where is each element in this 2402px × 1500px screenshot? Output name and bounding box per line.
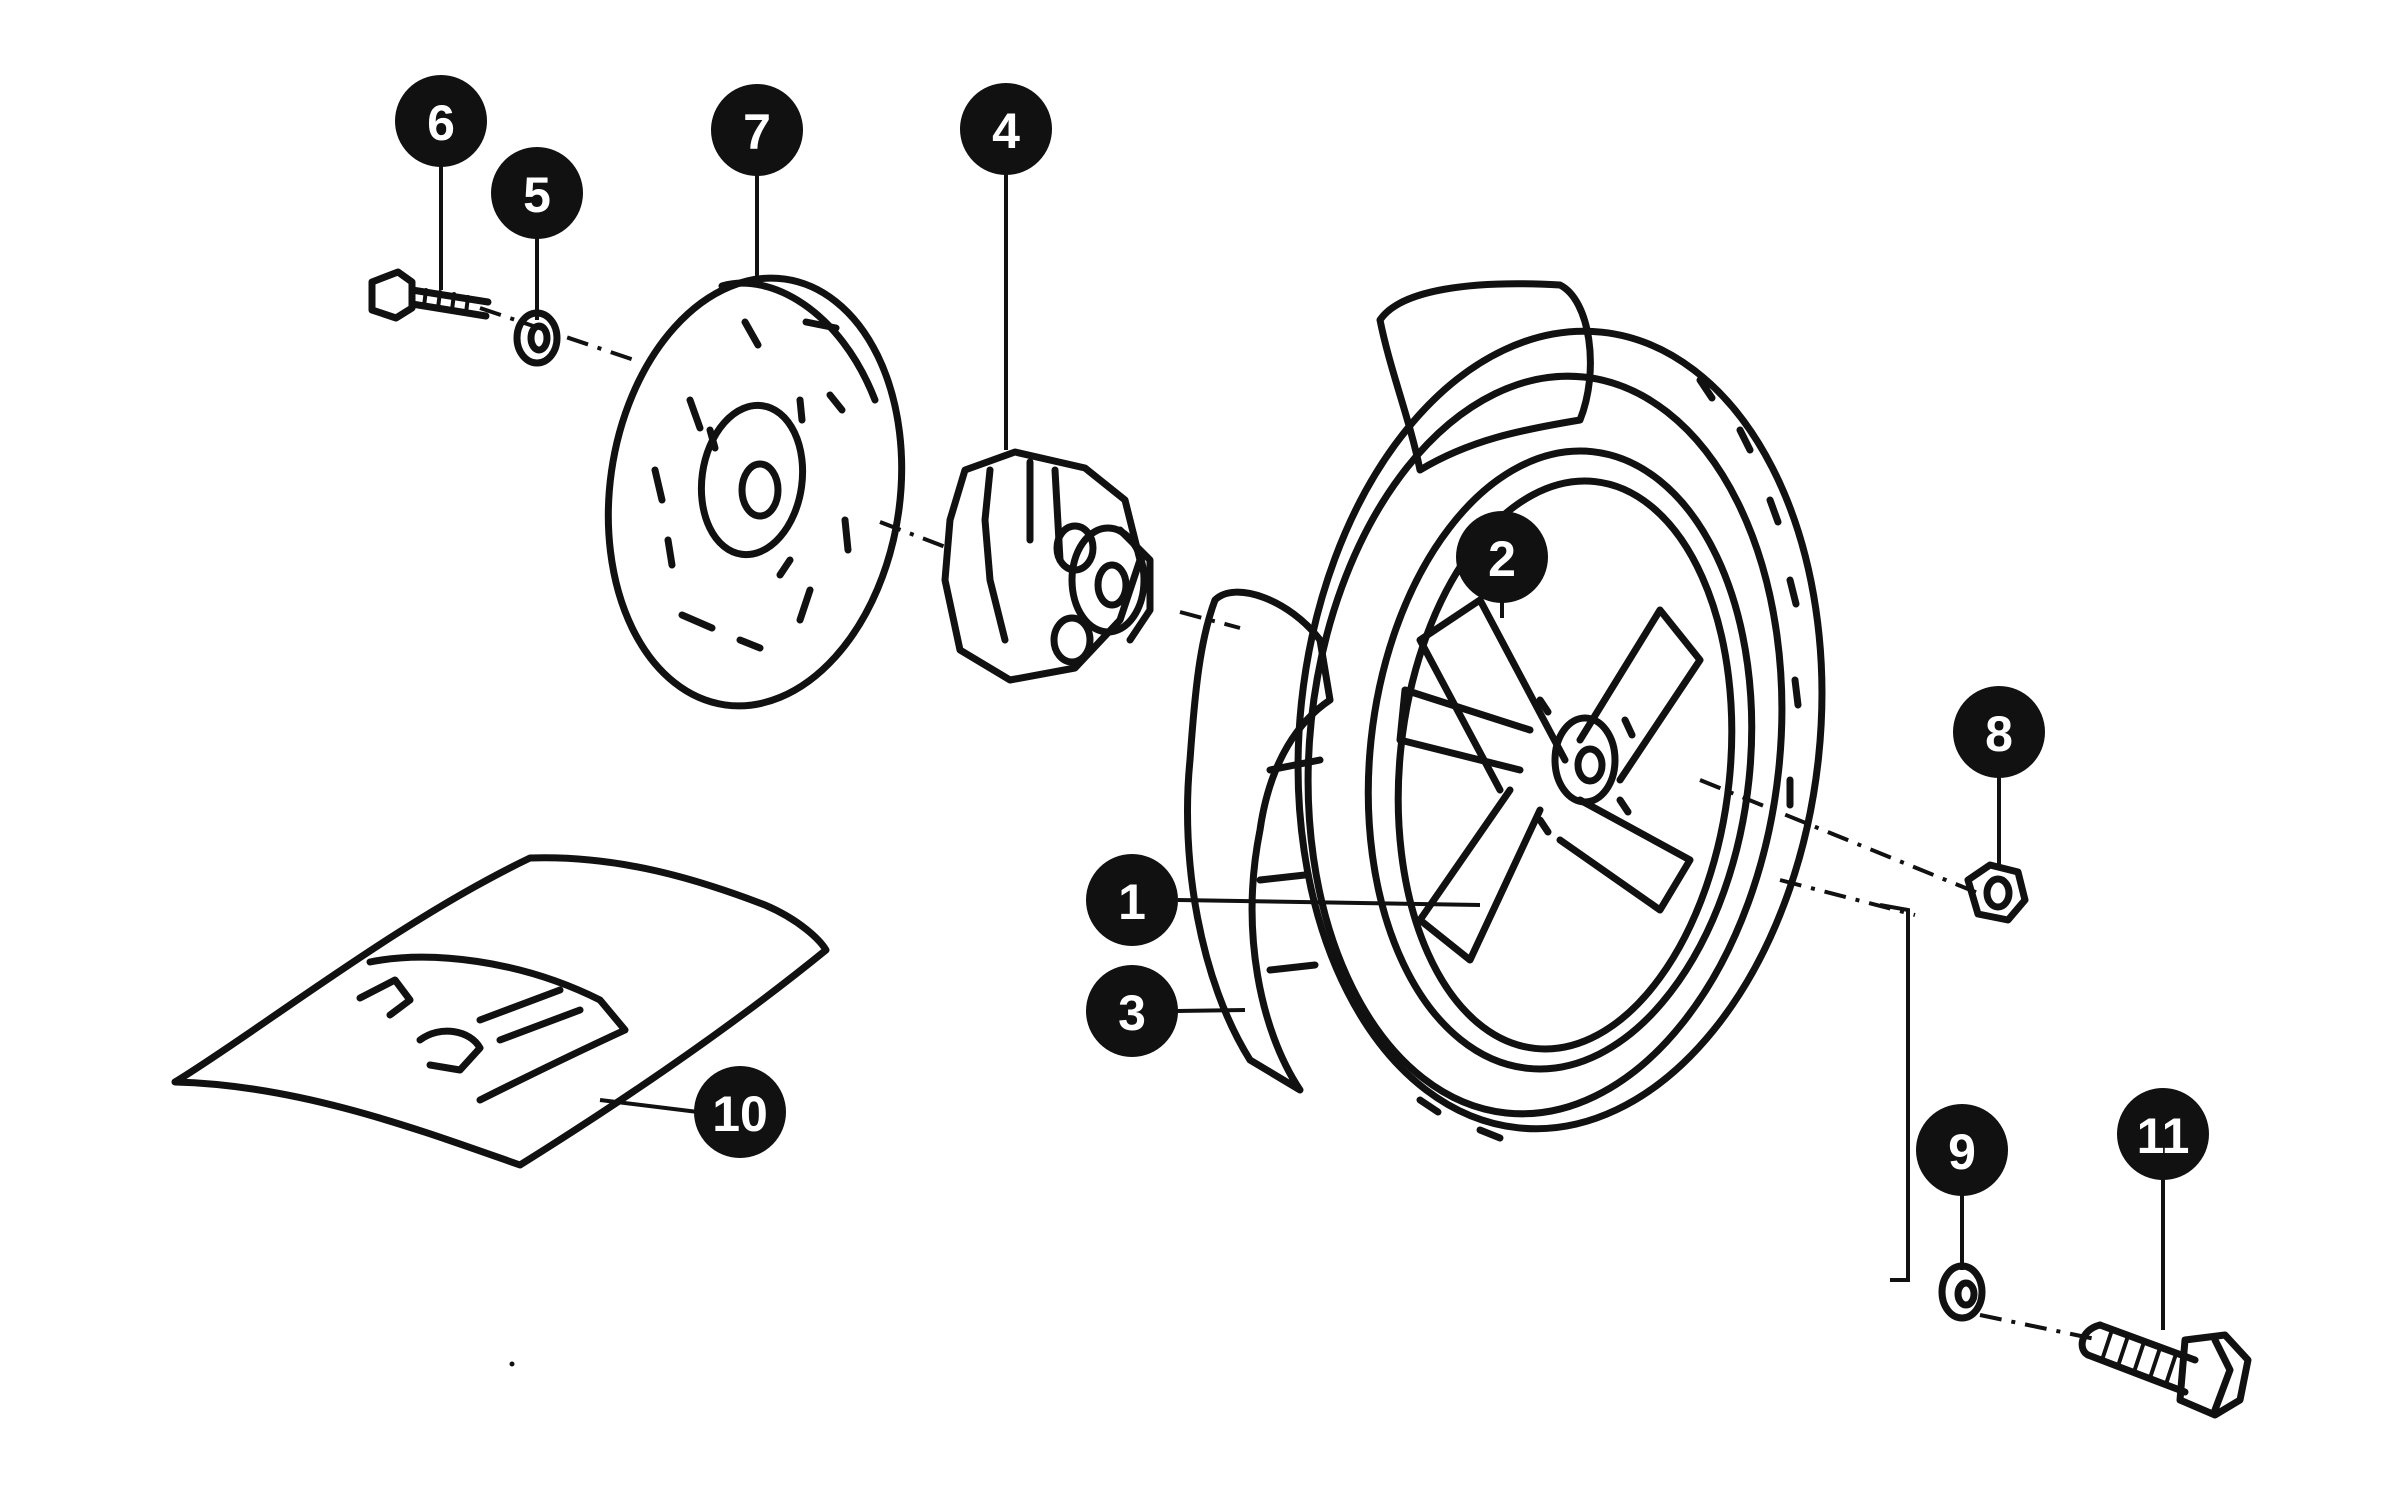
callout-3: 3 <box>1086 965 1178 1057</box>
part-washer-small <box>513 309 561 367</box>
callout-2: 2 <box>1456 511 1548 603</box>
part-nut <box>1964 861 2029 924</box>
part-tool-pouch <box>171 854 830 1169</box>
callout-label: 4 <box>992 103 1020 159</box>
callout-label: 11 <box>2137 1108 2190 1164</box>
callout-6: 6 <box>395 75 487 167</box>
stray-dot <box>509 1361 515 1367</box>
callout-label: 7 <box>743 104 771 160</box>
assembly-axis-lines <box>479 306 2101 1342</box>
callout-5: 5 <box>491 147 583 239</box>
part-wheel <box>1184 280 1826 1142</box>
callout-1: 1 <box>1086 854 1178 946</box>
part-washer-bottom <box>1938 1262 1986 1322</box>
callout-label: 3 <box>1118 985 1146 1041</box>
callout-label: 1 <box>1118 874 1146 930</box>
callout-label: 8 <box>1985 706 2013 762</box>
callout-9: 9 <box>1916 1104 2008 1196</box>
callout-label: 5 <box>523 167 551 223</box>
callout-8: 8 <box>1953 686 2045 778</box>
callout-4: 4 <box>960 83 1052 175</box>
callout-10: 10 <box>694 1066 786 1158</box>
callout-7: 7 <box>711 84 803 176</box>
callout-11: 11 <box>2117 1088 2209 1180</box>
part-hub <box>941 448 1154 684</box>
part-bolt-small <box>368 268 492 322</box>
callout-label: 10 <box>712 1086 768 1142</box>
part-bolt-long <box>2078 1321 2252 1419</box>
callout-label: 6 <box>427 95 455 151</box>
callout-label: 2 <box>1488 531 1516 587</box>
callout-label: 9 <box>1948 1124 1976 1180</box>
part-brake-disc <box>604 274 906 710</box>
